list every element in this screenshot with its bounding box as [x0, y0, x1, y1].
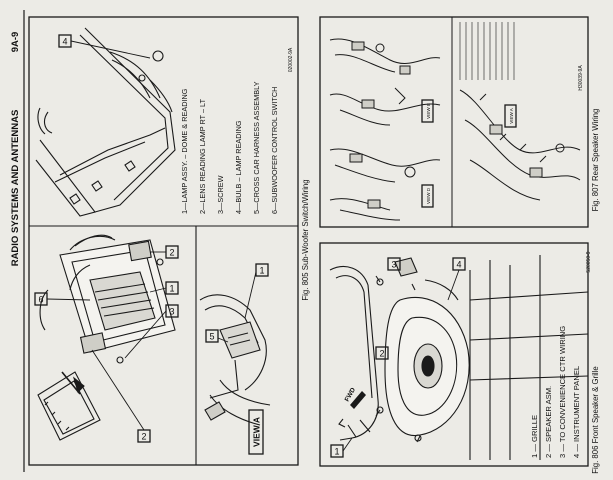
fig807-code: H30039-9A	[578, 65, 584, 91]
fig807-panel: VIEW A VIEW B VIEW D H30039-9A Fig. 807 …	[319, 16, 600, 228]
fig805-legend-item-2: 2—LENS READING LAMP RT – LT	[198, 98, 207, 214]
fig807-view-a-box	[504, 104, 517, 128]
fig806-legend-item-2: 2 — SPEAKER ASM.	[544, 386, 553, 458]
fig806-frame	[319, 242, 589, 467]
fig805-view-a-label-box	[248, 409, 264, 455]
fig805-view-a-drawing	[199, 294, 271, 426]
fig805-view-a-label: VIEW A	[252, 417, 262, 447]
fig806-legend: 1 — GRILLE 2 — SPEAKER ASM. 3 — TO CONVE…	[530, 251, 592, 458]
fig806-leader-4	[447, 269, 460, 301]
fig806-callout-2-box	[375, 346, 389, 360]
fig805-legend-item-1: 1—LAMP ASSY. – DOME & READING	[180, 88, 189, 214]
fig805-callout-2a: 2	[169, 248, 174, 258]
fig805-leader-6	[46, 298, 91, 301]
fig805-leader-1	[149, 287, 167, 293]
fig805-callout-6: 6	[38, 295, 43, 305]
fig805-view-a-leader-4	[217, 337, 229, 343]
fig805-leader-2b	[91, 349, 145, 431]
fig807-view-d-box	[421, 184, 434, 208]
fig806-callout-3-box	[387, 257, 401, 271]
fig807-caption: Fig. 807 Rear Speaker Wiring	[591, 109, 600, 212]
fig805-legend-item-4: 4—BULB – LAMP READING	[234, 120, 243, 214]
page-header: RADIO SYSTEMS AND ANTENNAS 9A-9	[10, 10, 25, 472]
fig805-legend-item-3: 3—SCREW	[216, 175, 225, 214]
fig805-view-a-callout-4: 5	[209, 332, 214, 342]
fig806-panel: 1 2 3 4 FWD 1 — GRILLE 2 — SPEAKER ASM. …	[319, 242, 600, 474]
section-title: RADIO SYSTEMS AND ANTENNAS	[10, 110, 21, 267]
fig805-dome-lamp-drawing	[37, 234, 176, 441]
fig807-frame	[319, 16, 589, 228]
fig805-panel: 4 1—LAMP ASSY. – DOME & READING 2—LENS R…	[28, 16, 310, 466]
fig807-wiring-drawings	[329, 38, 581, 221]
fig806-callout-1: 1	[334, 447, 339, 457]
fig806-callout-4: 4	[456, 260, 461, 270]
fig805-leader-5	[70, 40, 151, 59]
fig805-code: 020002-9A	[288, 47, 294, 72]
fig805-view-a-leader-1	[244, 271, 257, 319]
fig805-view-a-callout-4-box	[205, 329, 219, 343]
fig806-caption: Fig. 806 Front Speaker & Grille	[591, 366, 600, 473]
fig806-code: 520050-9	[586, 251, 592, 272]
fig805-frame	[28, 16, 299, 466]
fig805-view-a-callout-1: 1	[259, 266, 264, 276]
fig806-callout-3: 3	[391, 260, 396, 270]
fig806-legend-item-3: 3 — TO CONVENIENCE CTR WIRING	[558, 326, 567, 458]
fig806-legend-item-4: 4 — INSTRUMENT PANEL	[572, 366, 581, 458]
fig805-legend-item-6: 6—SUBWOOFER CONTROL SWITCH	[270, 87, 279, 214]
fig807-view-b-label: VIEW B	[426, 103, 431, 119]
fig805-callout-3: 3	[169, 307, 174, 317]
fig805-callout-1: 1	[169, 284, 174, 294]
fig807-view-a-label: VIEW A	[509, 108, 514, 124]
fig805-legend-item-5: 5—CROSS CAR HARNESS ASSEMBLY	[252, 81, 261, 214]
fig807-view-d-label: VIEW D	[426, 187, 431, 204]
fig805-view-a-callout-1-box	[255, 263, 269, 277]
fig805-caption: Fig. 805 Sub-Woofer Switch/Wiring	[301, 179, 310, 300]
fig805-leader-3	[124, 310, 167, 359]
page-number: 9A-9	[10, 32, 21, 53]
fig806-speaker-drawing	[329, 255, 589, 460]
fig806-leader-1	[342, 437, 353, 452]
fig805-headliner-drawing	[35, 27, 176, 217]
fig807-key-list	[459, 22, 515, 80]
fig806-callout-2: 2	[379, 349, 384, 359]
fig806-legend-item-1: 1 — GRILLE	[530, 415, 539, 458]
fig805-callout-2b: 2	[141, 432, 146, 442]
fig805-legend: 1—LAMP ASSY. – DOME & READING 2—LENS REA…	[180, 47, 294, 214]
fig807-view-b-box	[421, 99, 434, 123]
fig806-fwd-arrow: FWD	[344, 386, 366, 409]
fig805-callout-5: 4	[62, 37, 67, 47]
